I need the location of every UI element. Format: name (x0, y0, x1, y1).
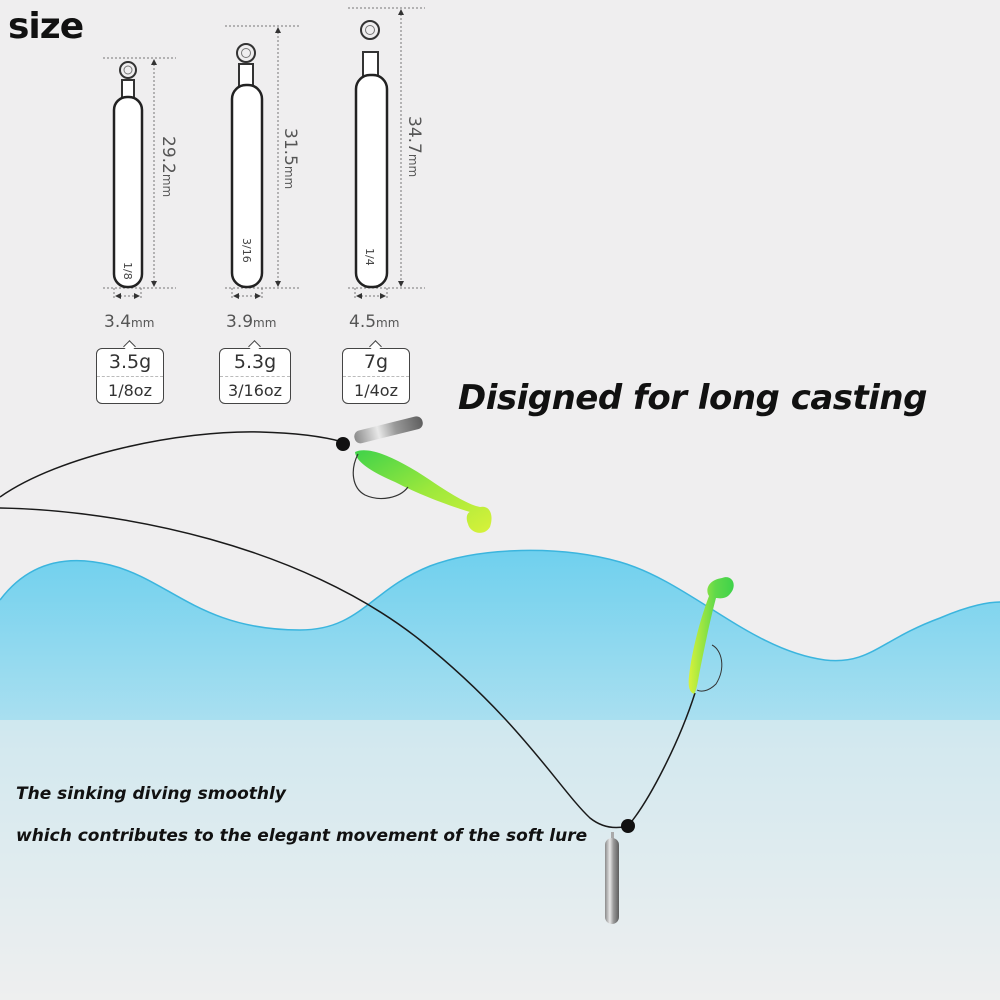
bottom-rig (605, 819, 635, 924)
top-rig (336, 416, 492, 533)
weight-box-2: 5.3g 3/16oz (219, 348, 291, 404)
ounces-1: 1/8oz (108, 381, 152, 400)
length-value-1: 29.2 (158, 136, 178, 174)
grams-3: 7g (343, 349, 409, 377)
headline: Disigned for long casting (458, 378, 927, 418)
ounces-2: 3/16oz (227, 381, 283, 400)
diameter-label-3: 4.5mm (349, 312, 399, 332)
size-title: size (8, 6, 84, 47)
ounces-3: 1/4oz (354, 381, 398, 400)
diameter-value-3: 4.5 (349, 312, 377, 332)
weight-diagram-2: 3/16 (225, 25, 300, 300)
diameter-unit-3: mm (376, 316, 400, 330)
length-label-3: 34.7mm (404, 116, 424, 177)
length-label-2: 31.5mm (280, 128, 300, 189)
length-unit-3: mm (406, 153, 420, 178)
caption-line-1: The sinking diving smoothly (16, 784, 286, 804)
casting-line-bottom (0, 507, 629, 829)
length-unit-2: mm (282, 165, 296, 190)
diameter-label-1: 3.4mm (104, 312, 154, 332)
grams-2: 5.3g (220, 349, 290, 377)
length-unit-1: mm (160, 173, 174, 198)
length-value-2: 31.5 (280, 128, 300, 166)
diameter-unit-2: mm (253, 316, 277, 330)
underwater-lure (688, 577, 734, 694)
weight-diagram-1: 1/8 (103, 57, 176, 300)
line-to-lure (627, 692, 696, 827)
length-label-1: 29.2mm (158, 136, 178, 197)
size-mark-3: 1/4 (363, 248, 376, 266)
weight-diagram-3: 1/4 (348, 7, 425, 300)
diameter-value-1: 3.4 (104, 312, 132, 332)
caption-line-2: which contributes to the elegant movemen… (16, 826, 588, 846)
weight-box-3: 7g 1/4oz (342, 348, 410, 404)
diameter-unit-1: mm (131, 316, 155, 330)
size-mark-2: 3/16 (240, 238, 253, 263)
grams-1: 3.5g (97, 349, 163, 377)
size-mark-1: 1/8 (121, 262, 134, 280)
diameter-label-2: 3.9mm (226, 312, 276, 332)
weight-box-1: 3.5g 1/8oz (96, 348, 164, 404)
diameter-value-2: 3.9 (226, 312, 254, 332)
length-value-3: 34.7 (404, 116, 424, 154)
casting-line-top (0, 431, 344, 498)
